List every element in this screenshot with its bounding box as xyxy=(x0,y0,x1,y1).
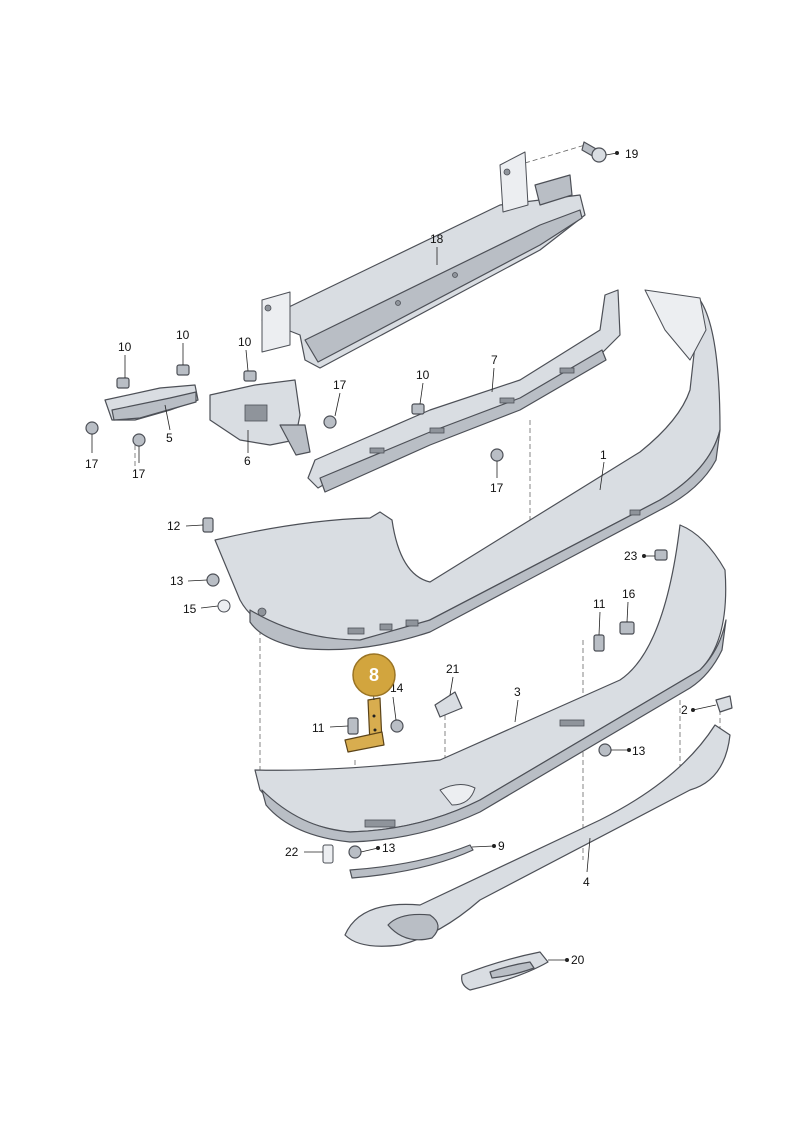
highlight-badge-circle xyxy=(352,653,396,697)
callout-19: 19 xyxy=(625,147,639,161)
part-23-nut xyxy=(654,549,668,561)
part-16-clip xyxy=(619,621,635,635)
callout-13-b: 13 xyxy=(632,744,646,758)
callout-2: 2 xyxy=(681,703,688,717)
callout-5: 5 xyxy=(166,431,173,445)
leader-lines xyxy=(91,151,717,962)
part-4-diffuser-insert xyxy=(344,724,731,947)
part-2-clip xyxy=(715,695,733,713)
callout-13-a: 13 xyxy=(170,574,184,588)
callout-1: 1 xyxy=(600,448,607,462)
part-8-bracket-highlighted xyxy=(344,697,385,753)
callout-21: 21 xyxy=(446,662,460,676)
part-12-clip xyxy=(202,517,214,533)
part-11-clip-b xyxy=(347,717,359,735)
callout-22: 22 xyxy=(285,845,299,859)
callout-12: 12 xyxy=(167,519,181,533)
callout-17-c: 17 xyxy=(333,378,347,392)
part-20-grille-insert xyxy=(461,951,549,991)
part-14-nut xyxy=(390,719,404,733)
part-18-reinforcement-beam xyxy=(261,151,586,369)
callout-23: 23 xyxy=(624,549,638,563)
part-6-right-bracket xyxy=(209,379,311,456)
callout-10-c: 10 xyxy=(238,335,252,349)
callout-labels: 19 18 10 10 10 10 7 17 5 6 17 17 1 17 12… xyxy=(85,147,688,967)
callout-10-d: 10 xyxy=(416,368,430,382)
part-13-screw-a xyxy=(206,573,220,587)
highlight-badge-number: 8 xyxy=(369,665,379,685)
part-17-screw-a xyxy=(85,421,99,435)
callout-13-c: 13 xyxy=(382,841,396,855)
part-5-left-bracket xyxy=(104,384,199,421)
part-9-trim-strip xyxy=(349,844,474,879)
part-7-energy-absorber xyxy=(307,289,621,493)
callout-7: 7 xyxy=(491,353,498,367)
callout-16: 16 xyxy=(622,587,636,601)
part-17-screw-b xyxy=(132,433,146,447)
callout-3: 3 xyxy=(514,685,521,699)
callout-18: 18 xyxy=(430,232,444,246)
callout-17-d: 17 xyxy=(490,481,504,495)
part-19-screw xyxy=(581,141,607,163)
callout-6: 6 xyxy=(244,454,251,468)
callout-11-a: 11 xyxy=(593,597,606,611)
part-13-screw-b xyxy=(598,743,612,757)
part-21-bracket xyxy=(434,691,463,718)
callout-10-a: 10 xyxy=(118,340,132,354)
part-13-screw-c xyxy=(348,845,362,859)
callout-15: 15 xyxy=(183,602,197,616)
part-17-screw-d xyxy=(490,448,504,462)
callout-10-b: 10 xyxy=(176,328,190,342)
callout-17-b: 17 xyxy=(132,467,146,481)
callout-20: 20 xyxy=(571,953,585,967)
callout-9: 9 xyxy=(498,839,505,853)
part-17-screw-c xyxy=(323,415,337,429)
part-10-clip-d xyxy=(411,403,425,415)
part-10-clip-a xyxy=(116,377,130,389)
callout-4: 4 xyxy=(583,875,590,889)
hardware-parts xyxy=(85,364,733,864)
callout-17-a: 17 xyxy=(85,457,99,471)
highlight-callout-8[interactable]: 8 xyxy=(352,653,396,697)
part-10-clip-c xyxy=(243,370,257,382)
part-15-rivet xyxy=(217,599,231,613)
part-11-clip-a xyxy=(593,634,605,652)
part-1-bumper-cover xyxy=(214,289,721,651)
part-22-screw xyxy=(322,844,334,864)
callout-11-b: 11 xyxy=(312,721,325,735)
part-10-clip-b xyxy=(176,364,190,376)
part-3-lower-trim xyxy=(254,524,727,843)
